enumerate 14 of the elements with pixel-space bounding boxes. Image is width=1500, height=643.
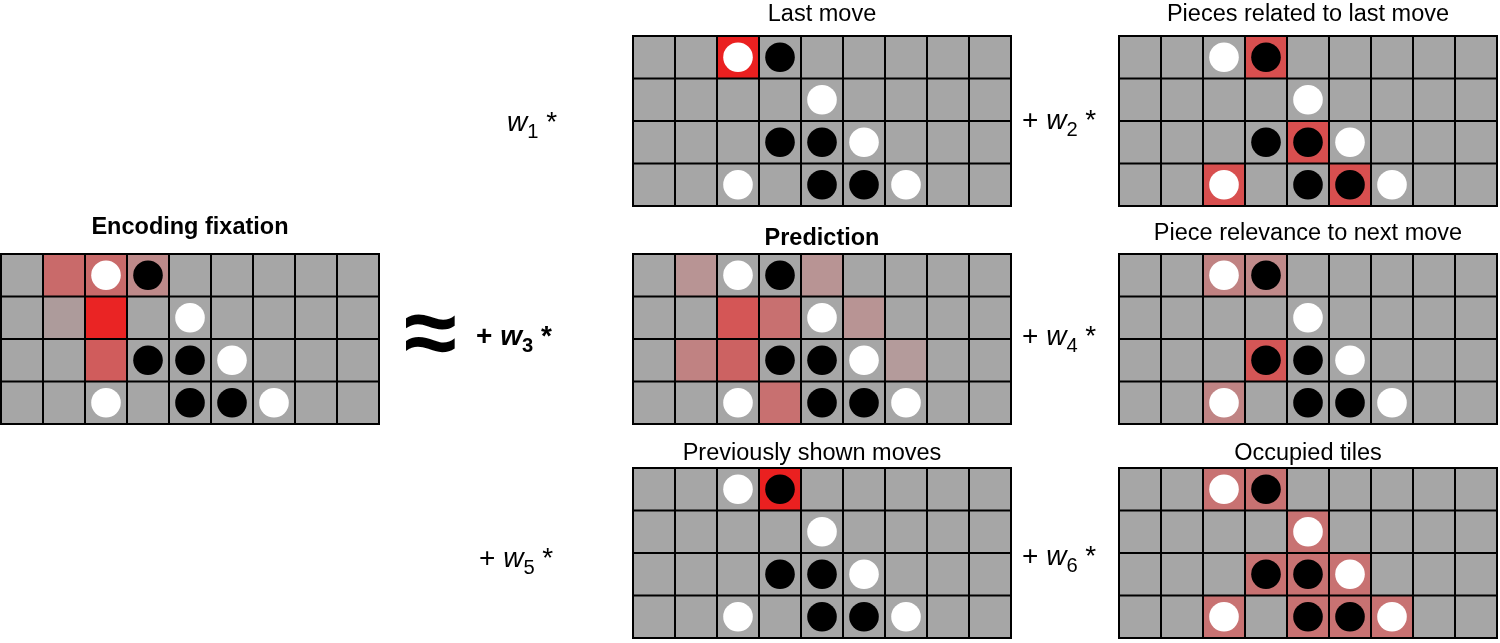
board-title: Occupied tiles xyxy=(1234,439,1382,465)
board-title: Encoding fixation xyxy=(91,213,289,239)
weight-term: + w$_{4}$ * xyxy=(1022,320,1097,352)
weight-term: + w$_{3}$ * xyxy=(476,320,552,352)
weight-term: + w$_{6}$ * xyxy=(1022,540,1097,572)
approximately-sign: ≈ xyxy=(404,312,457,352)
board-title: Prediction xyxy=(764,224,880,250)
board-title: Pieces related to last move xyxy=(1166,0,1450,26)
weight-term: + w$_{5}$ * xyxy=(479,542,554,574)
board-title: Last move xyxy=(767,0,877,26)
board-title: Previously shown moves xyxy=(682,439,942,465)
board-title: Piece relevance to next move xyxy=(1153,219,1463,245)
weight-term: w$_{1}$ * xyxy=(507,106,558,138)
weight-term: + w$_{2}$ * xyxy=(1022,104,1097,136)
